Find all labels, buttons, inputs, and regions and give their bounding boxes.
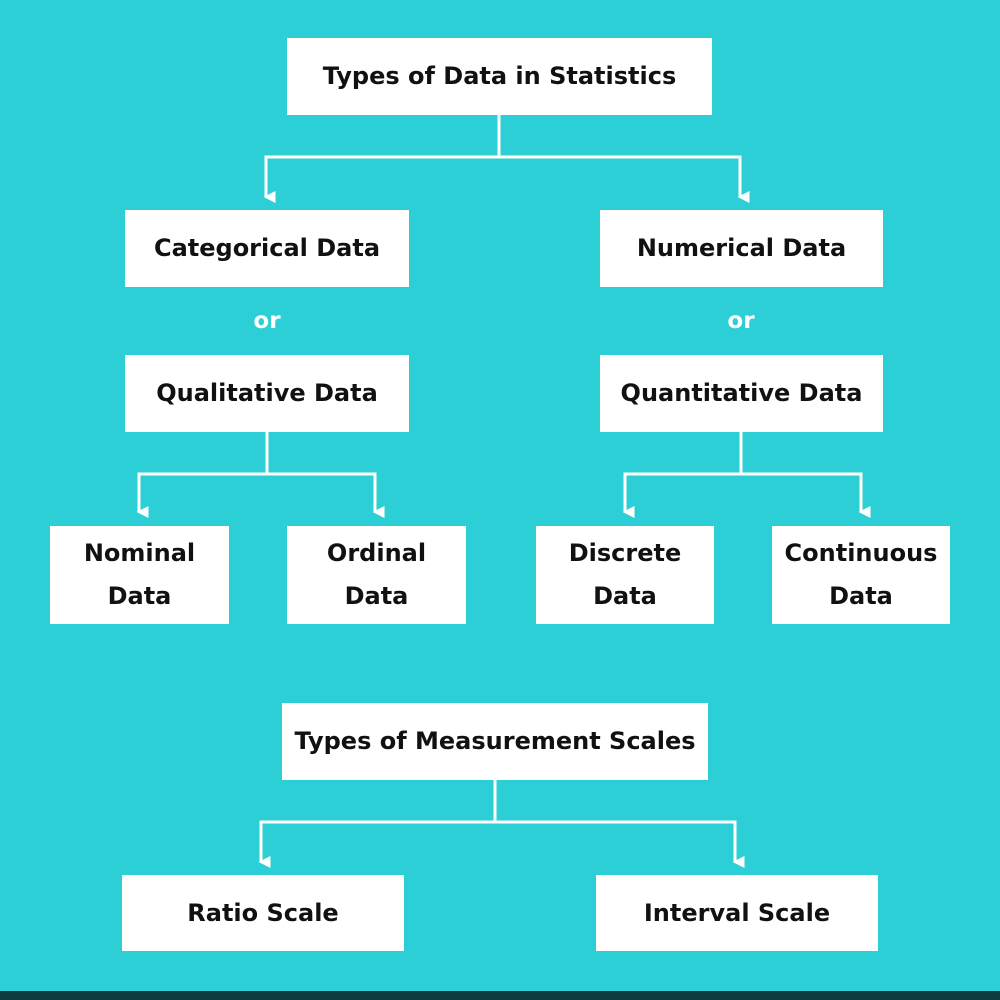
connector-root-to-categorical [263,115,501,203]
connector-root-to-numerical [499,155,750,203]
connector-qualitative-to-nominal [136,432,269,518]
numerical-data-box: Numerical Data [600,210,883,287]
bottom-bar [0,991,1000,1000]
ratio-scale-box: Ratio Scale [122,875,404,951]
continuous-data-box: Continuous Data [772,526,950,624]
categorical-data-label: Categorical Data [153,234,381,262]
discrete-data-box: Discrete Data [536,526,714,624]
nominal-data-box: Nominal Data [50,526,229,624]
numerical-or-label: or [727,308,755,334]
ordinal-data-label: Ordinal Data [326,539,427,610]
discrete-data-label: Discrete Data [568,539,682,610]
quantitative-data-label: Quantitative Data [620,379,863,407]
quantitative-data-box: Quantitative Data [600,355,883,432]
root-label: Types of Data in Statistics [322,62,677,90]
interval-scale-label: Interval Scale [643,898,831,927]
measurement-scales-label: Types of Measurement Scales [294,727,696,755]
ordinal-data-box: Ordinal Data [287,526,466,624]
ratio-scale-label: Ratio Scale [187,898,339,927]
qualitative-data-box: Qualitative Data [125,355,409,432]
connector-scales-to-interval [495,820,745,868]
categorical-data-box: Categorical Data [125,210,409,287]
nominal-data-label: Nominal Data [83,539,196,610]
connector-qualitative-to-ordinal [267,472,385,518]
measurement-scales-box: Types of Measurement Scales [282,703,708,780]
root-box: Types of Data in Statistics [287,38,712,115]
connector-scales-to-ratio [258,780,497,868]
numerical-data-label: Numerical Data [636,234,847,262]
continuous-data-label: Continuous Data [784,539,938,610]
categorical-or-label: or [253,308,281,334]
connector-quantitative-to-discrete [622,432,743,518]
connector-quantitative-to-continuous [741,472,871,518]
interval-scale-box: Interval Scale [596,875,878,951]
qualitative-data-label: Qualitative Data [156,379,378,407]
